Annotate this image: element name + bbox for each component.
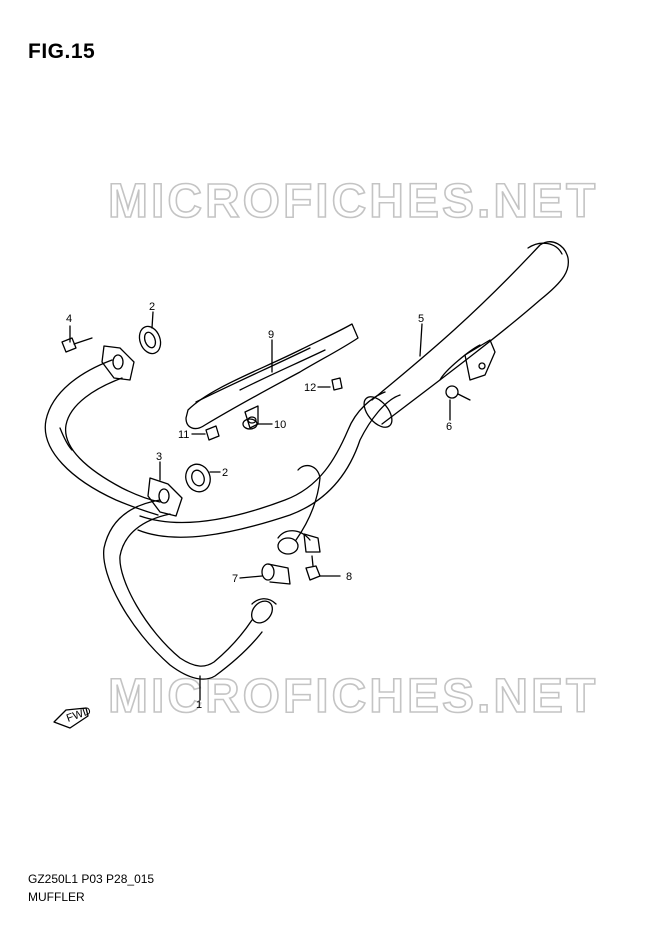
fwd-arrow-icon	[53, 707, 89, 729]
callout-part-2-upper: 2	[149, 301, 155, 313]
callout-part-6: 6	[446, 421, 452, 433]
clamp-part-10	[242, 418, 258, 430]
muffler-part-5	[363, 241, 570, 428]
part-group-name: MUFFLER	[28, 890, 85, 904]
bolt-part-8	[305, 555, 321, 581]
callout-part-11: 11	[178, 429, 189, 441]
callout-part-3: 3	[156, 451, 162, 463]
callout-part-1: 1	[196, 699, 202, 711]
flange-upper	[101, 345, 135, 381]
bolt-part-4	[61, 337, 93, 353]
flange-part-3	[147, 477, 183, 517]
callout-part-2-lower: 2	[222, 467, 228, 479]
bolt-part-12	[331, 377, 343, 391]
bolt-part-11	[205, 425, 220, 441]
callout-part-10: 10	[274, 419, 286, 431]
heat-shield-part-9	[185, 323, 359, 430]
callout-part-5: 5	[418, 313, 424, 325]
watermark-top: MICROFICHES.NET	[108, 175, 598, 228]
figure-title: FIG.15	[28, 40, 96, 63]
link-pipe	[277, 464, 321, 555]
gasket-part-2-lower	[185, 463, 211, 493]
callout-part-8: 8	[346, 571, 352, 583]
connector-sleeve-part-7	[261, 563, 291, 585]
gasket-part-2-upper	[138, 325, 162, 355]
model-code: GZ250L1 P03 P28_015	[28, 872, 155, 886]
callout-part-9: 9	[268, 329, 274, 341]
callout-part-4: 4	[66, 313, 72, 325]
callout-part-7: 7	[232, 573, 238, 585]
watermark-bottom: MICROFICHES.NET	[108, 670, 598, 723]
callout-part-12: 12	[304, 382, 316, 394]
bolt-part-6	[445, 385, 471, 401]
exhaust-pipe-part-1	[44, 359, 401, 680]
